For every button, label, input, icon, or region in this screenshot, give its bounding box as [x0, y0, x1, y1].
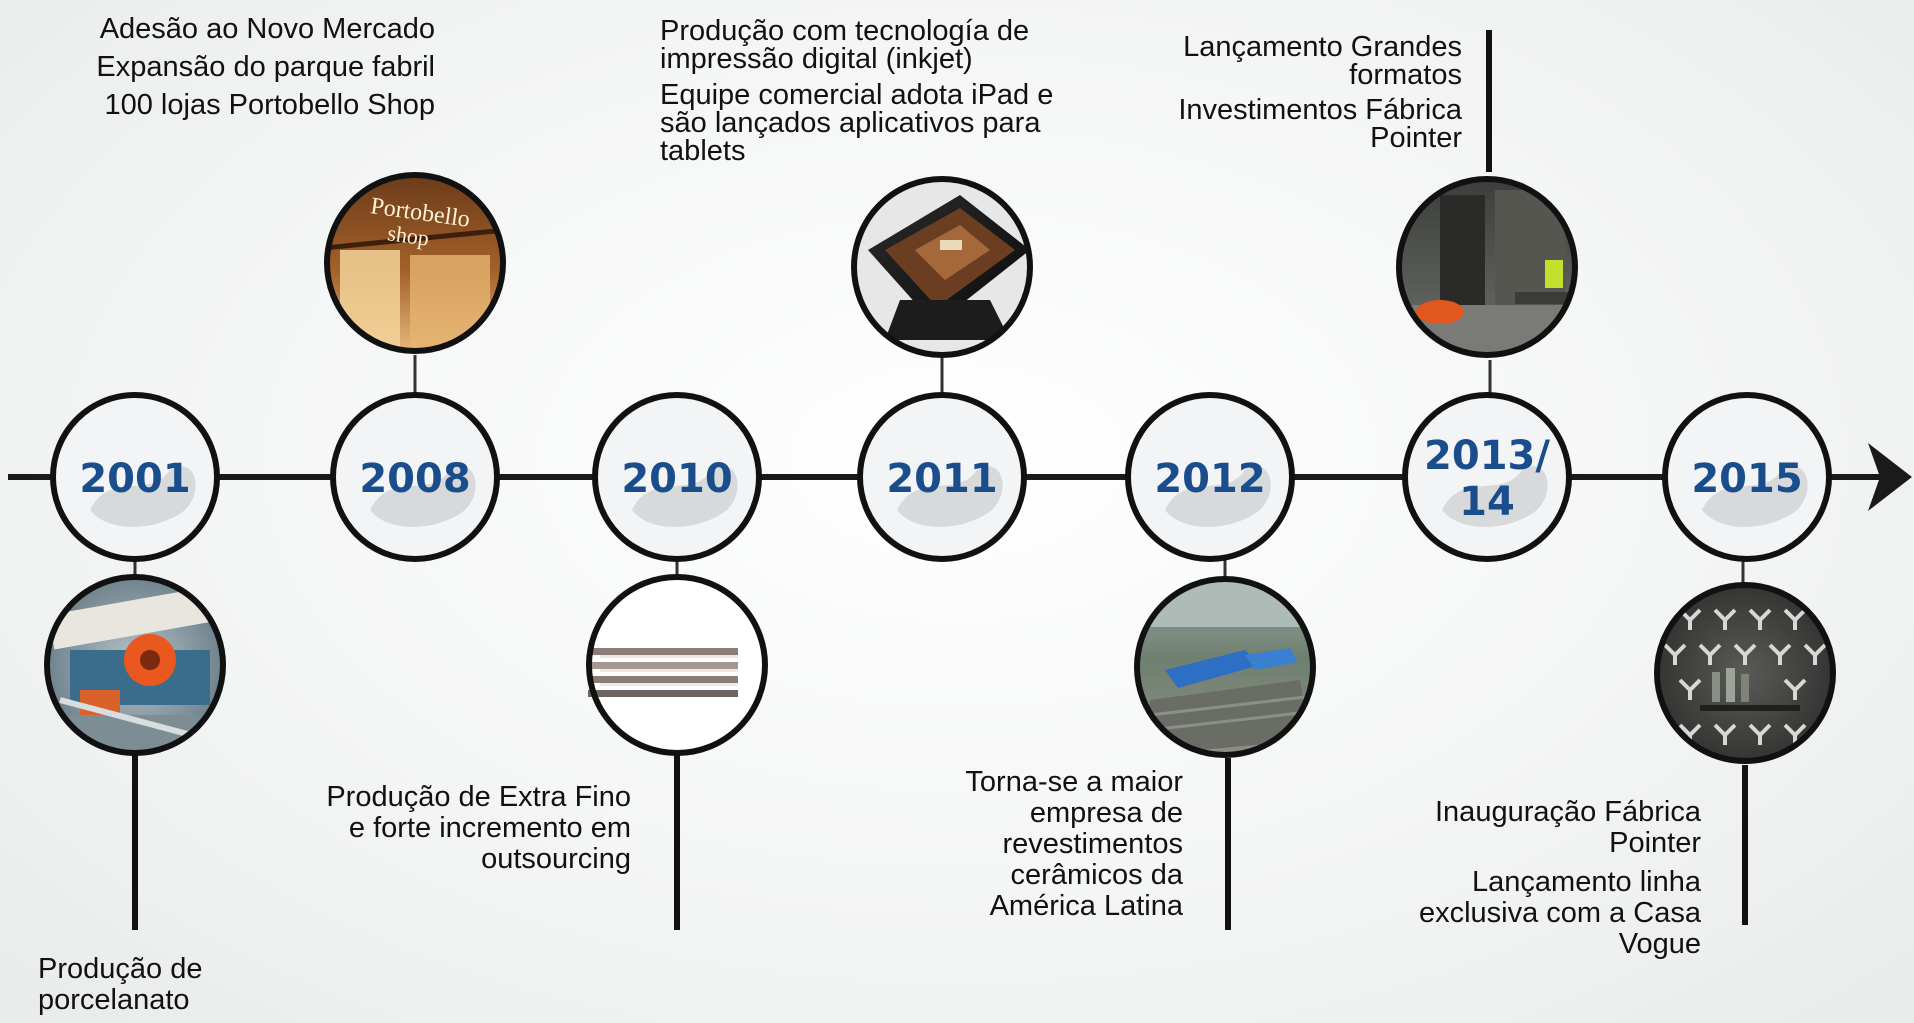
event-line: Expansão do parque fabril: [96, 51, 435, 83]
slab-stack-icon: [588, 648, 738, 697]
event-line: Produção de: [38, 953, 203, 985]
event-2001-text: Produção de porcelanato: [38, 954, 298, 1016]
event-2010-text: Produção de Extra Fino e forte increment…: [285, 782, 631, 875]
event-line: revestimentos: [1002, 828, 1183, 860]
event-2011-text: Produção com tecnología de impressão dig…: [660, 15, 1100, 167]
photo-casa-vogue-wall: [1654, 582, 1836, 764]
year-node-2015: 2015: [1662, 392, 1832, 562]
event-line: porcelanato: [38, 984, 190, 1016]
y-pattern-icon: [1663, 608, 1827, 745]
year-node-2010: 2010: [592, 392, 762, 562]
event-line: Investimentos Fábrica: [1178, 94, 1462, 126]
event-line: América Latina: [989, 890, 1183, 922]
event-line: 100 lojas Portobello Shop: [104, 89, 435, 121]
year-label: 2008: [359, 456, 470, 502]
year-node-2011: 2011: [857, 392, 1027, 562]
event-line: Pointer: [1370, 122, 1462, 154]
photo-ipad-app: [851, 176, 1033, 358]
photo-extra-thin-slabs: [586, 574, 768, 756]
event-2013-text: Lançamento Grandes formatos Investimento…: [1120, 31, 1462, 154]
store-sign-text: shop: [386, 220, 431, 251]
event-line: Torna-se a maior: [965, 766, 1183, 798]
event-2008-text: Adesão ao Novo Mercado Expansão do parqu…: [40, 14, 435, 121]
leader-lines: [132, 30, 1748, 930]
year-label: 2011: [886, 456, 997, 502]
event-line: Vogue: [1618, 928, 1701, 960]
event-line: empresa de: [1029, 797, 1183, 829]
event-line: impressão digital (inkjet): [660, 43, 973, 75]
year-node-2013-14: 2013/ 14: [1402, 392, 1572, 562]
event-line: são lançados aplicativos para: [660, 107, 1041, 139]
year-label: 2010: [621, 456, 732, 502]
year-label: 2013/: [1424, 433, 1550, 479]
event-line: e forte incremento em: [348, 812, 631, 844]
event-line: Inauguração Fábrica: [1435, 796, 1701, 828]
event-line: Adesão ao Novo Mercado: [99, 13, 435, 45]
event-line: Produção de Extra Fino: [326, 781, 631, 813]
year-label: 2012: [1154, 456, 1265, 502]
event-line: Produção com tecnología de: [660, 15, 1030, 47]
event-line: exclusiva com a Casa: [1418, 897, 1701, 929]
photo-aerial-factory: [1134, 576, 1316, 758]
photo-porcelain-production: [44, 574, 226, 756]
year-label: 2015: [1691, 456, 1802, 502]
event-line: Lançamento linha: [1472, 866, 1701, 898]
year-label: 14: [1459, 479, 1515, 525]
year-node-2001: 2001: [50, 392, 220, 562]
year-label: 2001: [79, 456, 190, 502]
event-line: Lançamento Grandes: [1183, 31, 1462, 63]
event-line: outsourcing: [481, 843, 631, 875]
event-line: Pointer: [1609, 827, 1701, 859]
event-2015-text: Inauguração Fábrica Pointer Lançamento l…: [1350, 797, 1701, 960]
photo-large-format-interior: [1396, 176, 1578, 358]
year-node-2012: 2012: [1125, 392, 1295, 562]
event-line: cerâmicos da: [1010, 859, 1183, 891]
event-line: formatos: [1349, 59, 1462, 91]
year-node-2008: 2008: [330, 392, 500, 562]
arrowhead-icon: [1868, 443, 1912, 511]
event-2012-text: Torna-se a maior empresa de revestimento…: [900, 767, 1183, 922]
event-line: Equipe comercial adota iPad e: [660, 79, 1054, 111]
photo-portobello-shop: Portobello shop: [324, 172, 506, 354]
event-line: tablets: [660, 135, 746, 167]
